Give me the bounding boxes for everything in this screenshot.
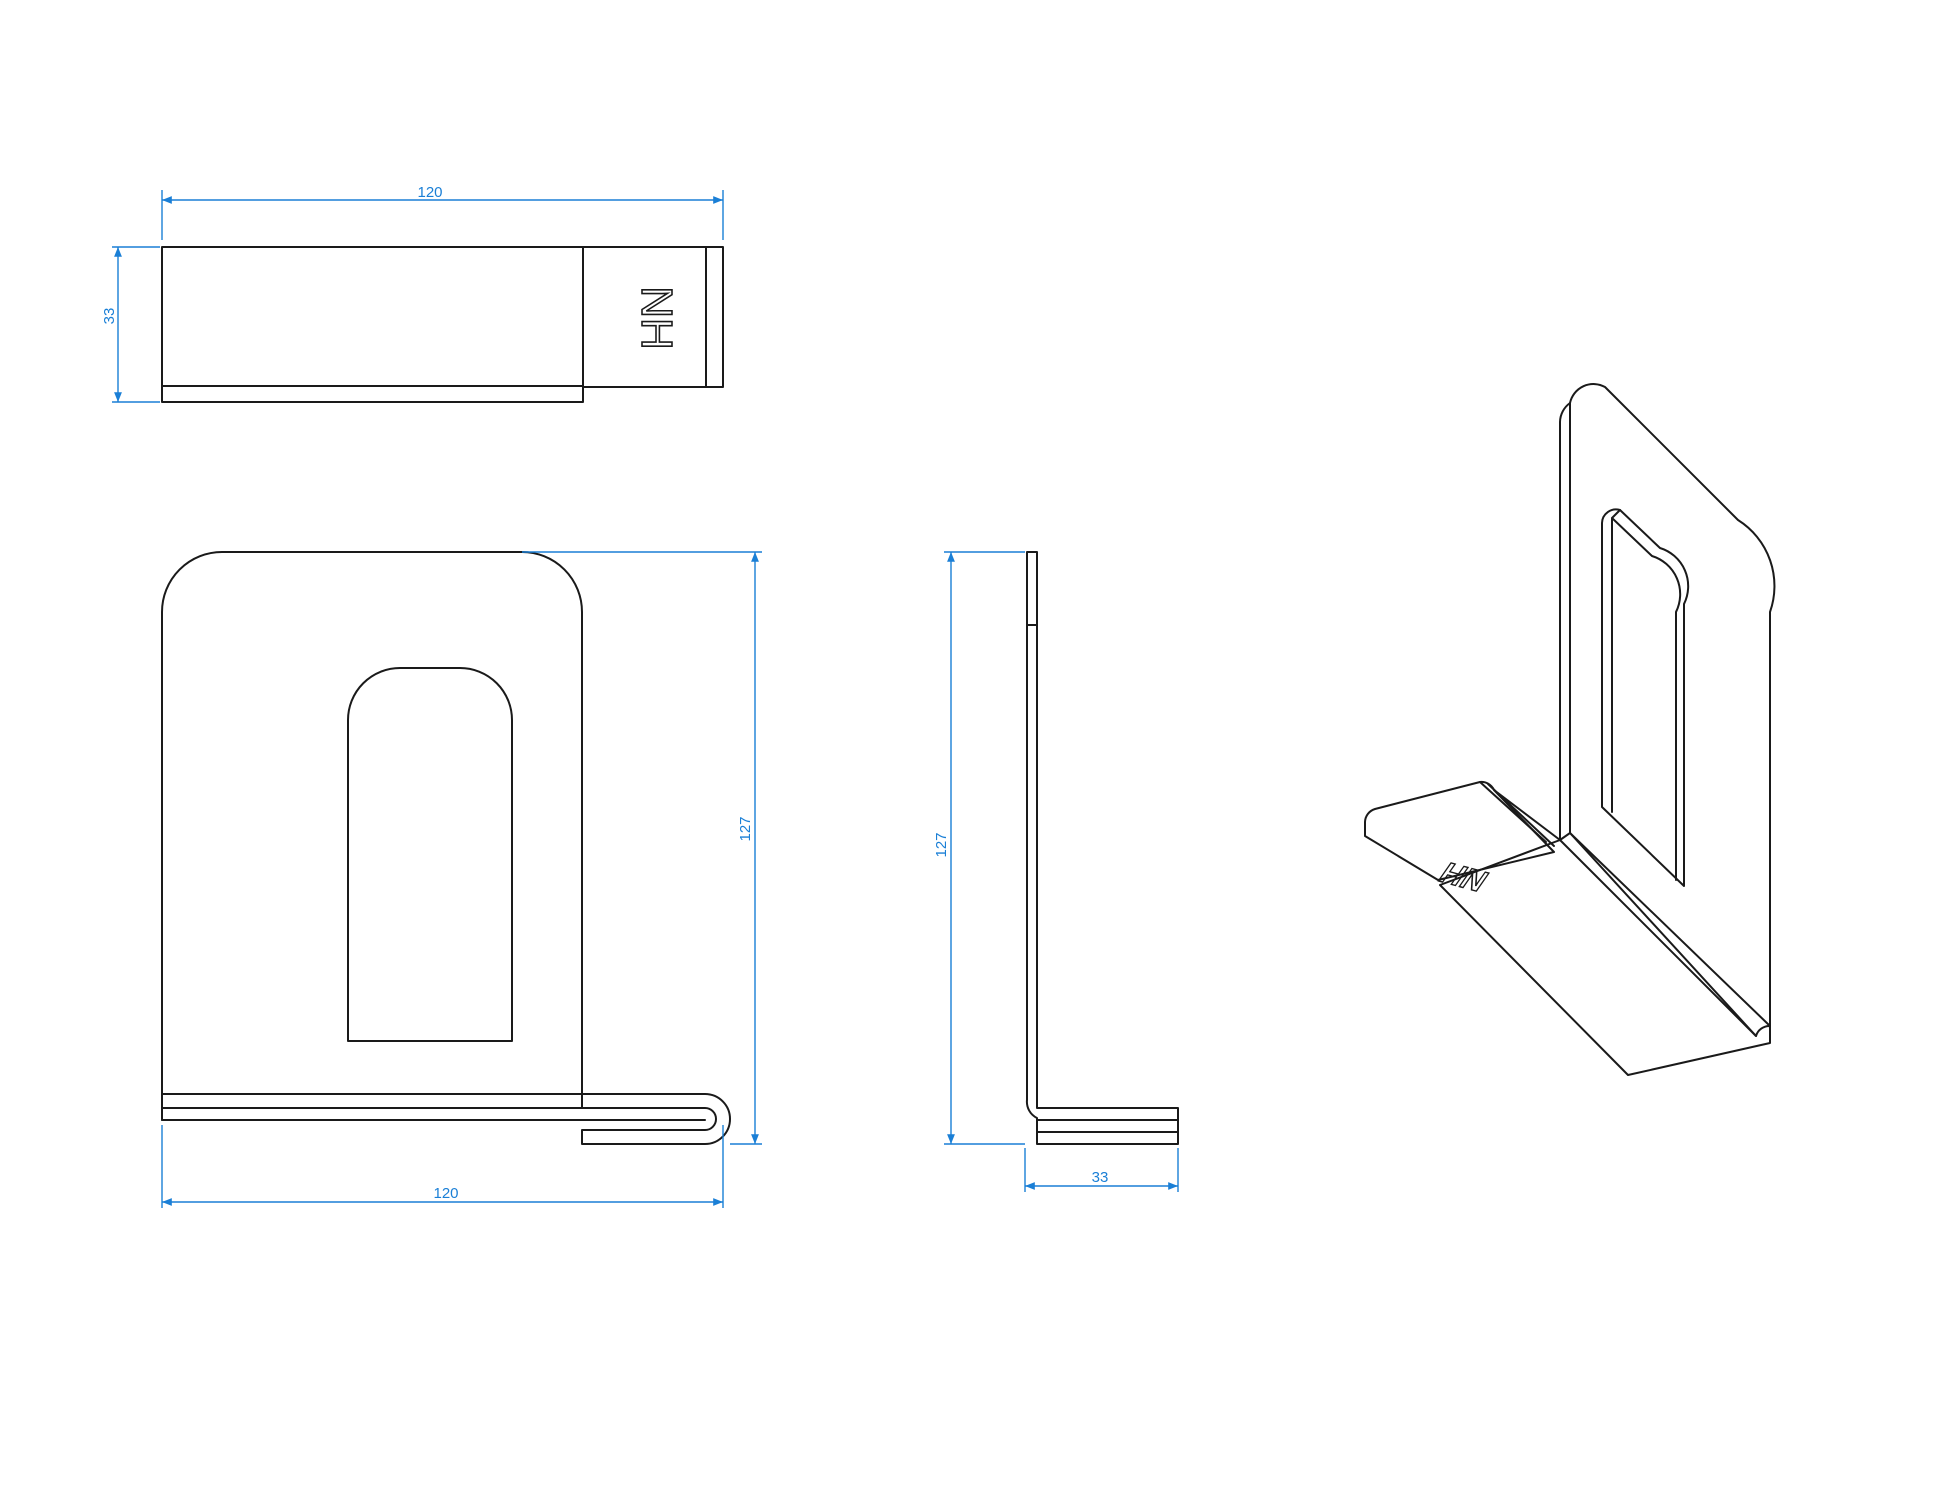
top-view-nh-mark: NH (632, 286, 681, 350)
iso-slot-depth (1611, 509, 1682, 881)
side-view-height-label: 127 (933, 832, 950, 857)
iso-base-bend (1569, 832, 1757, 1037)
top-view-body (161, 246, 584, 403)
front-view-width-label: 120 (433, 1185, 458, 1202)
iso-plate (1569, 383, 1776, 1027)
iso-slot (1601, 508, 1690, 887)
front-view-plate (161, 551, 583, 1109)
front-view-height-label: 127 (737, 816, 754, 841)
iso-tab-lip (1479, 781, 1561, 847)
iso-plate-thickness (1559, 402, 1571, 841)
iso-nh-mark: NH (1433, 856, 1496, 897)
side-view-height-dimension: 127 (933, 551, 1025, 1145)
front-view-bottom-hem (161, 1093, 731, 1145)
side-view: 127 33 (933, 551, 1179, 1192)
top-view-width-dimension: 120 (161, 184, 724, 240)
front-view-height-dimension: 127 (522, 551, 762, 1145)
front-view-slot (347, 667, 513, 1042)
top-view-width-label: 120 (417, 184, 442, 201)
side-view-depth-label: 33 (1092, 1169, 1109, 1186)
side-view-depth-dimension: 33 (1024, 1148, 1179, 1192)
top-view-foot (582, 246, 724, 388)
front-view: 127 120 (161, 551, 762, 1208)
front-view-width-dimension: 120 (161, 1125, 724, 1208)
side-view-profile (1025, 551, 1179, 1145)
isometric-view: NH (1364, 383, 1776, 1076)
top-view: NH 120 33 (101, 184, 724, 403)
top-view-depth-label: 33 (101, 308, 118, 325)
top-view-depth-dimension: 33 (101, 246, 160, 403)
